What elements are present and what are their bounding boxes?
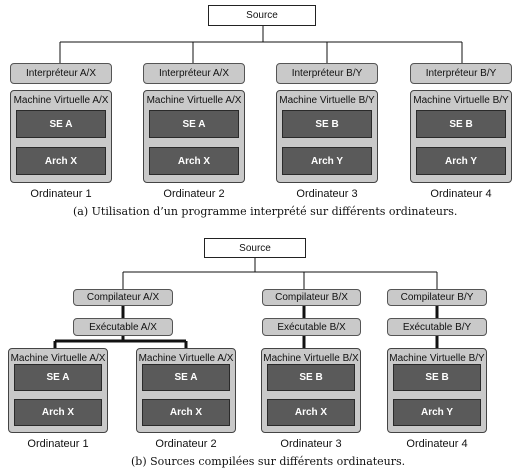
os-box-b2: SE A (142, 364, 230, 391)
vm-label: Machine Virtuelle B/X (263, 353, 359, 364)
computer-label-a3: Ordinateur 3 (296, 188, 358, 200)
vm-label: Machine Virtuelle B/Y (279, 95, 375, 106)
vm-label: Machine Virtuelle A/X (13, 95, 109, 106)
interpreter-box-a3: Interpréteur B/Y (276, 63, 378, 84)
vm-label: Machine Virtuelle A/X (10, 353, 106, 364)
arch-box-b2: Arch X (142, 399, 230, 426)
computer-label-b2: Ordinateur 2 (155, 438, 217, 450)
arch-box-a3: Arch Y (282, 147, 372, 175)
os-box-b3: SE B (267, 364, 355, 391)
vm-label: Machine Virtuelle A/X (138, 353, 234, 364)
interpreter-box-a2: Interpréteur A/X (143, 63, 245, 84)
arch-box-b4: Arch Y (393, 399, 481, 426)
executable-box-ax: Exécutable A/X (73, 318, 173, 336)
interpreter-box-a1: Interpréteur A/X (10, 63, 112, 84)
arch-box-a1: Arch X (16, 147, 106, 175)
os-box-a3: SE B (282, 110, 372, 138)
executable-box-bx: Exécutable B/X (262, 318, 361, 336)
os-box-a1: SE A (16, 110, 106, 138)
arch-box-b3: Arch X (267, 399, 355, 426)
computer-label-a2: Ordinateur 2 (163, 188, 225, 200)
vm-label: Machine Virtuelle B/Y (413, 95, 509, 106)
os-box-b4: SE B (393, 364, 481, 391)
vm-label: Machine Virtuelle A/X (146, 95, 242, 106)
interpreter-box-a4: Interpréteur B/Y (410, 63, 512, 84)
figure-caption-a: (a) Utilisation d’un programme interprét… (73, 205, 458, 218)
os-box-b1: SE A (14, 364, 102, 391)
compiler-box-bx: Compilateur B/X (262, 289, 361, 306)
computer-label-a1: Ordinateur 1 (30, 188, 92, 200)
computer-label-a4: Ordinateur 4 (430, 188, 492, 200)
arch-box-a4: Arch Y (416, 147, 506, 175)
computer-label-b1: Ordinateur 1 (27, 438, 89, 450)
source-box-a: Source (208, 5, 316, 26)
figure-caption-b: (b) Sources compilées sur différents ord… (131, 455, 406, 468)
compiler-box-by: Compilateur B/Y (387, 289, 487, 306)
compiler-box-ax: Compilateur A/X (73, 289, 173, 306)
arch-box-b1: Arch X (14, 399, 102, 426)
executable-box-by: Exécutable B/Y (387, 318, 487, 336)
computer-label-b4: Ordinateur 4 (406, 438, 468, 450)
os-box-a4: SE B (416, 110, 506, 138)
arch-box-a2: Arch X (149, 147, 239, 175)
computer-label-b3: Ordinateur 3 (280, 438, 342, 450)
os-box-a2: SE A (149, 110, 239, 138)
vm-label: Machine Virtuelle B/Y (389, 353, 485, 364)
source-box-b: Source (204, 238, 306, 258)
